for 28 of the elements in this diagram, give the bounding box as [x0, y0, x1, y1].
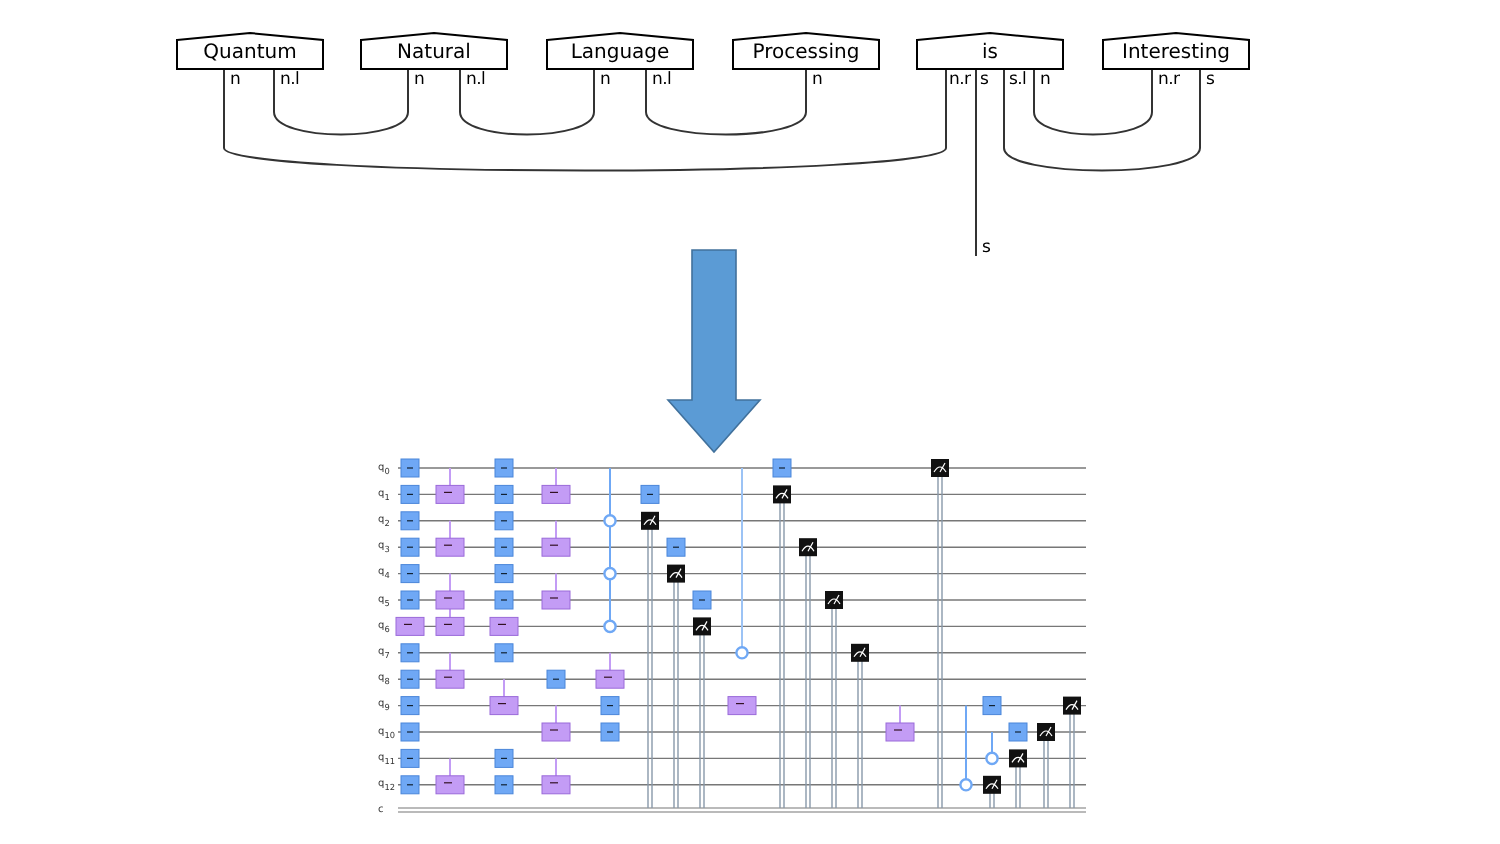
wire-type-label: s — [1206, 70, 1215, 90]
wire-type-label: n — [600, 70, 611, 90]
word-box: Quantum — [176, 32, 324, 70]
wire-type-label: n.l — [652, 70, 672, 90]
wire-type-label: n — [812, 70, 823, 90]
output-wire — [975, 69, 977, 257]
cup-wire — [1003, 69, 1201, 172]
cup-wire — [459, 69, 595, 136]
block-arrow — [666, 249, 762, 454]
cup-wire — [223, 69, 947, 172]
wire-type-label: n.l — [280, 70, 300, 90]
word-box: Interesting — [1102, 32, 1250, 70]
cup-wire — [645, 69, 807, 136]
wire-type-label: s — [982, 238, 991, 258]
wire-type-label: n.r — [949, 70, 971, 90]
cup-wire — [1033, 69, 1153, 136]
wire-type-label: n.r — [1158, 70, 1180, 90]
wire-type-label: n.l — [466, 70, 486, 90]
wire-type-label: n — [414, 70, 425, 90]
word-box: is — [916, 32, 1064, 70]
word-box: Natural — [360, 32, 508, 70]
wire-type-label: n — [1040, 70, 1051, 90]
word-box: Processing — [732, 32, 880, 70]
wire-type-label: n — [230, 70, 241, 90]
wire-type-label: s.l — [1009, 70, 1027, 90]
word-box: Language — [546, 32, 694, 70]
cup-wire — [273, 69, 409, 136]
wire-type-label: s — [980, 70, 989, 90]
